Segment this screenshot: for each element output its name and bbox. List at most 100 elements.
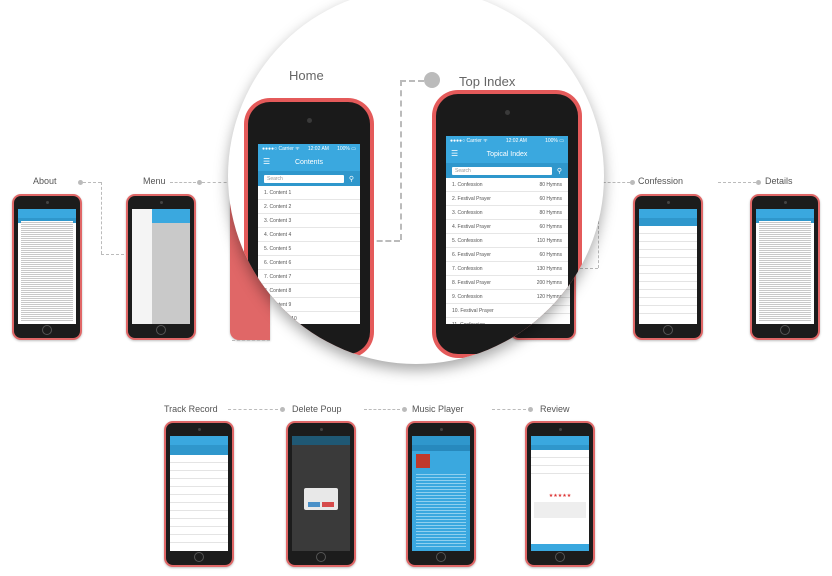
nav-bar: ☰ Topical Index — [446, 145, 568, 163]
connector-line — [598, 182, 630, 183]
hymn-count: 60 Hymns — [539, 251, 562, 258]
list-item[interactable]: 8. Content 8 — [258, 284, 360, 298]
hymn-count: 60 Hymns — [539, 195, 562, 202]
page-title: Topical Index — [486, 150, 528, 158]
connector-line — [492, 409, 526, 410]
magnifier-circle: Home Top Index ●●●●○ Carrier ᯤ 12:02 AM … — [228, 0, 604, 364]
list-item-label: 7. Content 7 — [264, 273, 292, 280]
topic-name: 9. Confession — [452, 293, 483, 300]
page-title: Contents — [294, 158, 324, 166]
list-item-label: 5. Content 5 — [264, 245, 292, 252]
label-music-player: Music Player — [412, 404, 464, 414]
phone-review: ★★★★★ — [525, 421, 595, 567]
connector-dot — [402, 407, 407, 412]
topic-name: 6. Festival Prayer — [452, 251, 491, 258]
list-item[interactable]: 10. Content 10 — [258, 312, 360, 324]
phone-top-index: ●●●●○ Carrier ᯤ 12:02 AM 100% ▭ ☰ Topica… — [432, 90, 582, 358]
list-item-label: 10. Content 10 — [264, 315, 297, 322]
list-item-label: 3. Content 3 — [264, 217, 292, 224]
topic-name: 3. Confession — [452, 209, 483, 216]
label-menu: Menu — [143, 176, 166, 186]
list-item[interactable]: 3. Content 3 — [258, 214, 360, 228]
label-track-record: Track Record — [164, 404, 218, 414]
search-bar: Search ⚲ — [446, 163, 568, 178]
hymn-count: 130 Hymns — [536, 265, 562, 272]
hymn-count: 110 Hymns — [537, 237, 562, 244]
connector-dot — [424, 72, 440, 88]
topic-name: 2. Festival Prayer — [452, 195, 491, 202]
list-item[interactable]: 11. Confession — [446, 318, 568, 325]
camera-icon — [306, 118, 312, 123]
list-item-label: 2. Content 2 — [264, 203, 292, 210]
search-icon[interactable]: ⚲ — [348, 175, 354, 183]
connector-line — [575, 268, 598, 269]
topic-name: 5. Confession — [452, 237, 483, 244]
connector-dot — [528, 407, 533, 412]
topic-name: 8. Festival Prayer — [452, 279, 491, 286]
hymn-count: 200 Hymns — [536, 279, 562, 286]
camera-icon — [504, 110, 510, 115]
list-item[interactable]: 4. Content 4 — [258, 228, 360, 242]
topic-name: 11. Confession — [452, 322, 485, 325]
topic-name: 1. Confession — [452, 181, 483, 188]
list-item[interactable]: 3. Confession 80 Hymns — [446, 206, 568, 220]
status-bar: ●●●●○ Carrier ᯤ 12:02 AM 100% ▭ — [446, 136, 568, 145]
label-home: Home — [289, 68, 324, 83]
list-item-label: 4. Content 4 — [264, 231, 292, 238]
hymn-count: 80 Hymns — [539, 209, 562, 216]
connector-line — [170, 182, 196, 183]
topic-name: 10. Festival Prayer — [452, 307, 494, 314]
list-item[interactable]: 8. Festival Prayer 200 Hymns — [446, 276, 568, 290]
connector-line — [598, 182, 599, 268]
search-input[interactable]: Search — [452, 166, 552, 175]
connector-dot — [280, 407, 285, 412]
list-item[interactable]: 2. Content 2 — [258, 200, 360, 214]
connector-dot — [78, 180, 83, 185]
nav-bar: ☰ Contents — [258, 153, 360, 171]
label-top-index: Top Index — [459, 74, 516, 89]
connector-line — [368, 240, 400, 242]
list-item[interactable]: 9. Confession 120 Hymns — [446, 290, 568, 304]
phone-details — [750, 194, 820, 340]
list-item[interactable]: 5. Confession 110 Hymns — [446, 234, 568, 248]
search-icon[interactable]: ⚲ — [556, 167, 562, 175]
hymn-count: 60 Hymns — [539, 223, 562, 230]
list-item-label: 1. Content 1 — [264, 189, 292, 196]
status-bar: ●●●●○ Carrier ᯤ 12:02 AM 100% ▭ — [258, 144, 360, 153]
topic-name: 4. Festival Prayer — [452, 223, 491, 230]
connector-line — [400, 80, 424, 82]
menu-icon[interactable]: ☰ — [451, 149, 459, 158]
list-item[interactable]: 9. Content 9 — [258, 298, 360, 312]
phone-home: ●●●●○ Carrier ᯤ 12:02 AM 100% ▭ ☰ Conten… — [244, 98, 374, 358]
connector-line — [202, 182, 232, 183]
phone-delete-popup — [286, 421, 356, 567]
list-item[interactable]: 2. Festival Prayer 60 Hymns — [446, 192, 568, 206]
list-item[interactable]: 10. Festival Prayer — [446, 304, 568, 318]
list-item[interactable]: 6. Content 6 — [258, 256, 360, 270]
list-item-label: 6. Content 6 — [264, 259, 292, 266]
list-item[interactable]: 1. Content 1 — [258, 186, 360, 200]
list-item[interactable]: 5. Content 5 — [258, 242, 360, 256]
list-item[interactable]: 6. Festival Prayer 60 Hymns — [446, 248, 568, 262]
list-item[interactable]: 7. Content 7 — [258, 270, 360, 284]
connector-line — [718, 182, 756, 183]
list-item[interactable]: 7. Confession 130 Hymns — [446, 262, 568, 276]
content-list: 1. Content 1 2. Content 2 3. Content 3 4. C… — [258, 186, 360, 324]
label-confession: Confession — [638, 176, 684, 186]
menu-icon[interactable]: ☰ — [263, 157, 271, 166]
connector-dot — [630, 180, 635, 185]
connector-line — [400, 80, 402, 240]
connector-line — [228, 409, 278, 410]
label-about: About — [33, 176, 57, 186]
list-item[interactable]: 4. Festival Prayer 60 Hymns — [446, 220, 568, 234]
connector-dot — [197, 180, 202, 185]
connector-line — [364, 409, 400, 410]
topic-name: 7. Confession — [452, 265, 483, 272]
search-input[interactable]: Search — [264, 174, 344, 183]
phone-confession — [633, 194, 703, 340]
phone-menu — [126, 194, 196, 340]
search-bar: Search ⚲ — [258, 171, 360, 186]
hymn-count: 120 Hymns — [536, 293, 562, 300]
